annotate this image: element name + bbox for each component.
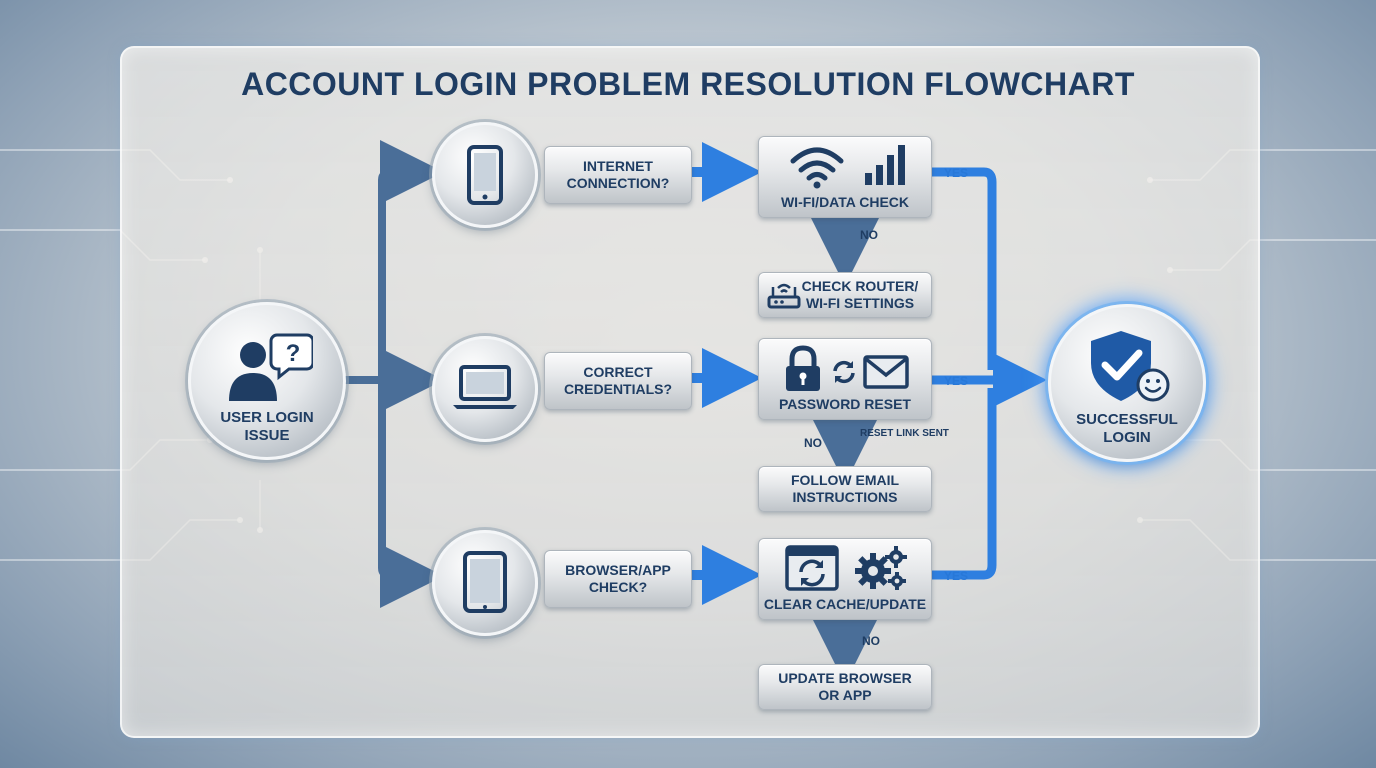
branch-2-no-label: NO	[804, 436, 822, 450]
branch-1-device-node[interactable]	[432, 122, 538, 228]
branch-3-yes-label: YES	[944, 569, 969, 583]
branch-2-fix-line-2: INSTRUCTIONS	[792, 489, 898, 505]
browser-refresh-icon	[785, 545, 839, 591]
page-title: ACCOUNT LOGIN PROBLEM RESOLUTION FLOWCHA…	[241, 66, 1135, 102]
gears-icon	[855, 546, 907, 590]
branch-1-fix-box[interactable]: CHECK ROUTER/ WI-FI SETTINGS	[758, 272, 932, 318]
branch-2-fix-box[interactable]: FOLLOW EMAIL INSTRUCTIONS	[758, 466, 932, 512]
branch-2-question-line-1: CORRECT	[583, 364, 653, 380]
branch-3-fix-line-1: UPDATE BROWSER	[778, 670, 912, 686]
branch-3-question-line-2: CHECK?	[588, 579, 648, 595]
branch-2-check-box[interactable]: PASSWORD RESET	[758, 338, 932, 420]
branch-1-fix-line-2: WI-FI SETTINGS	[805, 295, 915, 311]
end-label-line-2: LOGIN	[1103, 429, 1151, 446]
branch-2-fix-line-1: FOLLOW EMAIL	[790, 472, 900, 488]
branch-1-question-box[interactable]: INTERNET CONNECTION?	[544, 146, 692, 204]
smartphone-icon	[467, 145, 503, 205]
signal-bars-icon	[865, 145, 905, 185]
wifi-icon	[790, 147, 844, 189]
branch-1-question-line-1: INTERNET	[582, 158, 653, 174]
start-node-user-login-issue[interactable]: ? USER LOGIN ISSUE	[188, 302, 346, 460]
branch-3-check-label: CLEAR CACHE/UPDATE	[763, 596, 927, 612]
branch-3-no-label: NO	[862, 634, 880, 648]
end-label-line-1: SUCCESSFUL	[1076, 411, 1178, 428]
branch-3-fix-box[interactable]: UPDATE BROWSER OR APP	[758, 664, 932, 710]
arrow-start-to-branch-3	[378, 380, 444, 608]
branch-3-device-node[interactable]	[432, 530, 538, 636]
user-question-icon: ?	[229, 333, 313, 401]
branch-1-no-label: NO	[860, 228, 878, 242]
branch-2-no-note: RESET LINK SENT	[860, 428, 949, 439]
start-label-line-2: ISSUE	[244, 427, 290, 444]
branch-1-question-line-2: CONNECTION?	[566, 175, 670, 191]
padlock-icon	[786, 345, 820, 391]
envelope-icon	[863, 355, 909, 389]
refresh-icon	[833, 360, 855, 384]
branch-3-fix-line-2: OR APP	[818, 687, 872, 703]
start-label-line-1: USER LOGIN	[220, 409, 314, 426]
router-icon	[767, 283, 801, 309]
laptop-icon	[453, 365, 517, 409]
yes-line-1	[932, 167, 997, 370]
branch-1-check-label: WI-FI/DATA CHECK	[780, 194, 910, 210]
branch-3-question-box[interactable]: BROWSER/APP CHECK?	[544, 550, 692, 608]
yes-line-3	[932, 388, 997, 580]
branch-1-check-box[interactable]: WI-FI/DATA CHECK	[758, 136, 932, 218]
branch-3-question-line-1: BROWSER/APP	[565, 562, 671, 578]
end-node-successful-login[interactable]: SUCCESSFUL LOGIN	[1048, 304, 1206, 462]
shield-check-smiley-icon	[1091, 331, 1170, 402]
branch-2-yes-label: YES	[944, 374, 969, 388]
branch-2-check-label: PASSWORD RESET	[779, 396, 911, 412]
branch-2-question-box[interactable]: CORRECT CREDENTIALS?	[544, 352, 692, 410]
branch-2-question-line-2: CREDENTIALS?	[563, 381, 673, 397]
branch-1-fix-line-1: CHECK ROUTER/	[801, 278, 919, 294]
svg-text:?: ?	[286, 340, 301, 367]
arrow-start-to-branch-1	[340, 140, 444, 384]
tablet-icon	[463, 551, 507, 613]
branch-2-device-node[interactable]	[432, 336, 538, 442]
branch-3-check-box[interactable]: CLEAR CACHE/UPDATE	[758, 538, 932, 620]
branch-1-yes-label: YES	[944, 166, 969, 180]
